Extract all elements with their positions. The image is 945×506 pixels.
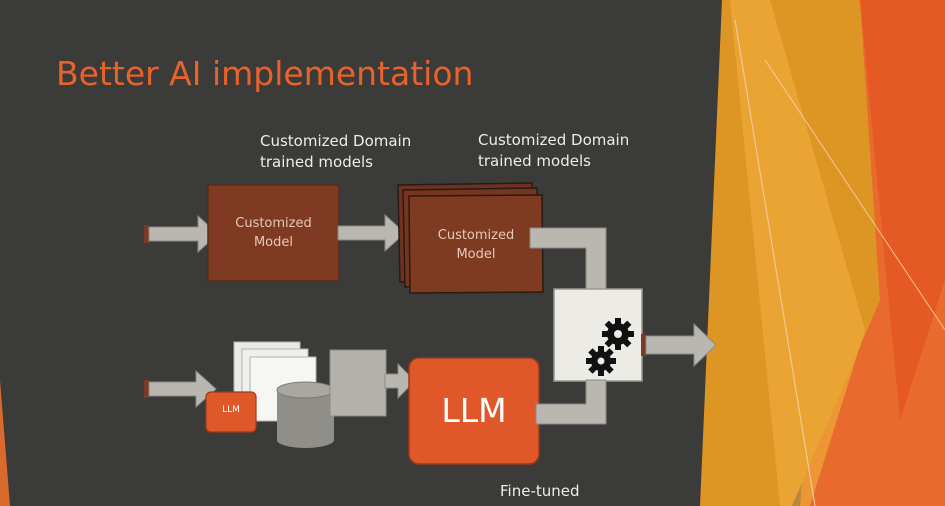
customized-model-2-label: Customized Model <box>409 226 543 264</box>
customized-model-box-1 <box>207 184 340 282</box>
bg-left-sliver <box>0 380 10 506</box>
bg-thin-line-2 <box>764 59 945 331</box>
connector-bottom-elbow <box>535 379 607 425</box>
database-icon <box>276 381 335 448</box>
gears-icon <box>586 318 634 376</box>
customized-model-2-label-line-1: Customized <box>437 228 515 243</box>
output-arrow-icon <box>641 322 717 368</box>
bg-deep-facet <box>860 0 945 420</box>
llm-small-box <box>205 391 257 433</box>
customized-model-1-label-line-2: Model <box>253 235 294 250</box>
caption-top-left-line-2: trained models <box>260 153 373 171</box>
caption-bottom: Fine-tuned <box>500 481 580 502</box>
bg-light-facet <box>730 0 865 506</box>
llm-large-label: LLM <box>441 391 507 430</box>
customized-model-2-label-line-2: Model <box>456 247 496 262</box>
caption-top-right: Customized Domain trained models <box>478 130 629 172</box>
input-arrow-bottom-icon <box>144 369 217 409</box>
customized-model-box-2 <box>397 182 544 294</box>
bg-thin-line <box>734 19 816 506</box>
model-to-model-arrow-icon <box>333 213 406 253</box>
input-arrow-top-icon <box>144 214 219 254</box>
caption-top-left-line-1: Customized Domain <box>260 132 412 150</box>
llm-small-label: LLM <box>222 405 240 415</box>
customized-model-1-label-line-1: Customized <box>235 216 312 231</box>
to-llm-arrow-icon <box>384 362 416 400</box>
gray-box <box>329 349 387 417</box>
caption-top-left: Customized Domain trained models <box>260 131 411 173</box>
slide-title: Better AI implementation <box>56 54 474 93</box>
caption-top-right-line-2: trained models <box>478 152 591 170</box>
customized-model-1-label: Customized Model <box>208 214 339 252</box>
caption-fine-tuned: Fine-tuned <box>500 482 580 500</box>
caption-top-right-line-1: Customized Domain <box>478 131 630 149</box>
